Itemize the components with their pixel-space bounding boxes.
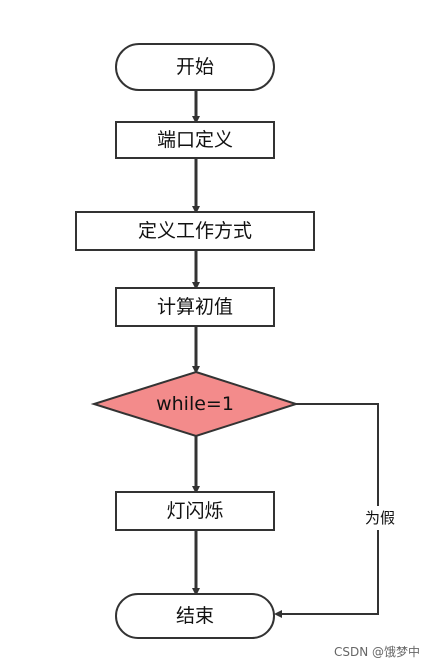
while-decision-diamond: [90, 370, 300, 438]
end-label: 结束: [176, 605, 214, 627]
node-mode-def: 定义工作方式: [75, 211, 315, 251]
start-terminator: [115, 43, 275, 91]
init-calc-label: 计算初值: [157, 296, 233, 318]
edges: [192, 90, 379, 618]
node-end: 结束: [115, 593, 275, 639]
false-edge-label: 为假: [365, 509, 395, 527]
port-def-box: [115, 121, 275, 159]
led-blink-box: [115, 491, 275, 531]
while-decision-label: while=1: [156, 393, 234, 415]
start-label: 开始: [176, 56, 214, 78]
node-start: 开始: [115, 43, 275, 91]
init-calc-box: [115, 287, 275, 327]
node-led-blink: 灯闪烁: [115, 491, 275, 531]
mode-def-label: 定义工作方式: [138, 220, 252, 242]
mode-def-box: [75, 211, 315, 251]
csdn-watermark: CSDN @饿梦中: [334, 644, 420, 659]
port-def-label: 端口定义: [157, 129, 233, 151]
node-port-def: 端口定义: [115, 121, 275, 159]
end-terminator: [115, 593, 275, 639]
node-while-decision: while=1: [90, 370, 300, 438]
node-init-calc: 计算初值: [115, 287, 275, 327]
led-blink-label: 灯闪烁: [166, 500, 223, 522]
false-label-bg: [358, 506, 400, 530]
